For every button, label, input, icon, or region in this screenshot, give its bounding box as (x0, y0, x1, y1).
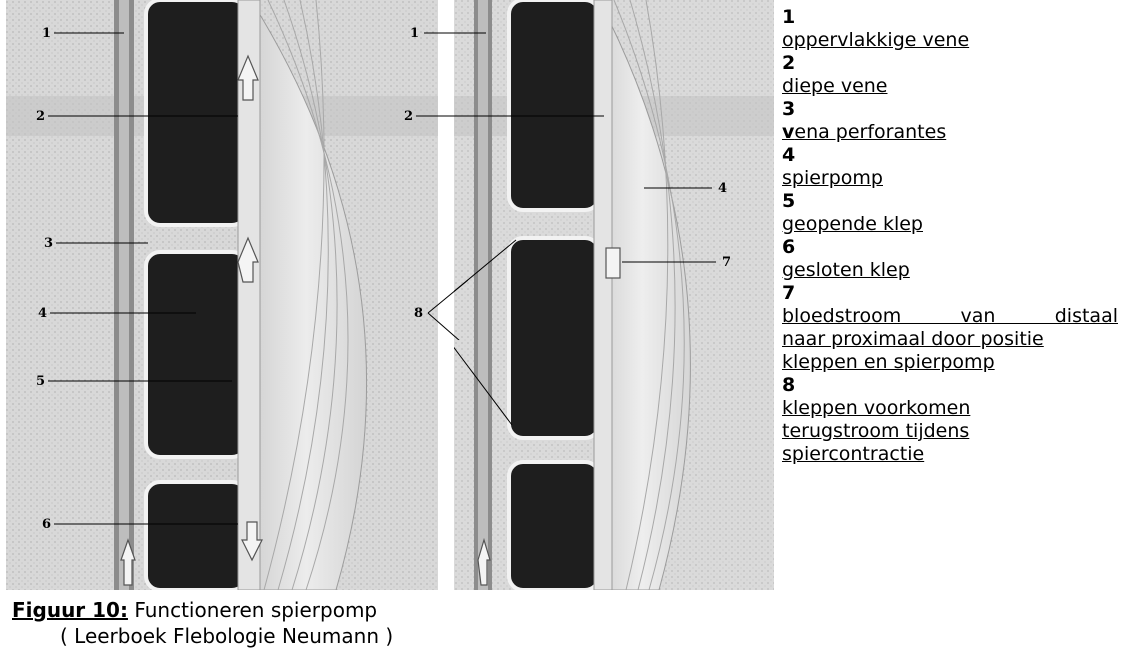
legend-text-7-line-2: naar proximaal door positie (782, 328, 1118, 351)
legend-text-7-line-3: kleppen en spierpomp (782, 351, 1118, 374)
label-2-right-gap: 2 (404, 109, 413, 124)
figure-source: ( Leerboek Flebologie Neumann ) (12, 623, 393, 649)
legend-text-7-line-1: bloedstroom van distaal (782, 305, 1118, 328)
figure-panel-right: 1 2 4 7 8 (454, 0, 774, 590)
label-5-left: 5 (36, 374, 45, 389)
legend-number-5: 5 (782, 190, 1118, 213)
legend-text-4: spierpomp (782, 167, 1118, 190)
legend-number-6: 6 (782, 236, 1118, 259)
label-1-left: 1 (42, 26, 51, 41)
legend-text-3-first: v (782, 121, 794, 143)
vein-illustration-left: 1 2 3 4 5 6 (6, 0, 438, 590)
figure-caption: Figuur 10: Functioneren spierpomp ( Leer… (12, 597, 393, 649)
label-6-left: 6 (42, 517, 51, 532)
label-4-left: 4 (38, 306, 47, 321)
label-1-right-gap: 1 (410, 26, 419, 41)
legend-number-3: 3 (782, 98, 1118, 121)
legend-number-8: 8 (782, 374, 1118, 397)
legend-text-1: oppervlakkige vene (782, 29, 1118, 52)
label-8-right-gap: 8 (414, 306, 423, 321)
legend-text-8-line-3: spiercontractie (782, 443, 1118, 466)
vein-illustration-right: 1 2 4 7 8 (454, 0, 774, 590)
label-3-left: 3 (44, 236, 53, 251)
legend-text-8-line-1: kleppen voorkomen (782, 397, 1118, 420)
legend-number-4: 4 (782, 144, 1118, 167)
figure-legend: 1 oppervlakkige vene 2 diepe vene 3 vena… (782, 6, 1118, 466)
label-7-right: 7 (722, 255, 731, 270)
legend-number-7: 7 (782, 282, 1118, 305)
figure-number: Figuur 10: (12, 598, 128, 622)
figure-title: Functioneren spierpomp (128, 598, 377, 622)
legend-text-2: diepe vene (782, 75, 1118, 98)
right-panel-gap-labels: 1 2 8 (398, 0, 468, 340)
legend-text-6: gesloten klep (782, 259, 1118, 282)
legend-text-3: vena perforantes (782, 121, 1118, 144)
legend-text-8-line-2: terugstroom tijdens (782, 420, 1118, 443)
legend-number-1: 1 (782, 6, 1118, 29)
legend-text-3-rest: ena perforantes (794, 121, 946, 143)
spierpomp-figure: 1 2 3 4 5 6 (6, 0, 774, 590)
figure-panel-left: 1 2 3 4 5 6 (6, 0, 438, 590)
label-4-right: 4 (718, 181, 727, 196)
label-2-left: 2 (36, 109, 45, 124)
legend-number-2: 2 (782, 52, 1118, 75)
legend-text-5: geopende klep (782, 213, 1118, 236)
